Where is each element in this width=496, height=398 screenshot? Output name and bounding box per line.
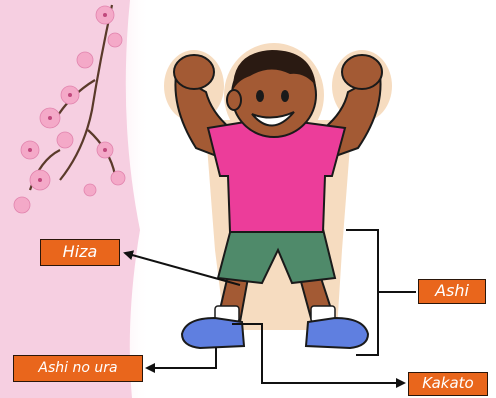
label-hiza: Hiza bbox=[40, 239, 120, 266]
cherry-blossom-background bbox=[0, 0, 150, 398]
label-kakato: Kakato bbox=[408, 372, 488, 396]
ashi-no-ura-arrow bbox=[147, 347, 216, 368]
label-ashi-no-ura: Ashi no ura bbox=[13, 355, 143, 382]
label-ashi: Ashi bbox=[418, 279, 486, 304]
shirt bbox=[208, 122, 345, 232]
boy-figure bbox=[164, 43, 392, 348]
